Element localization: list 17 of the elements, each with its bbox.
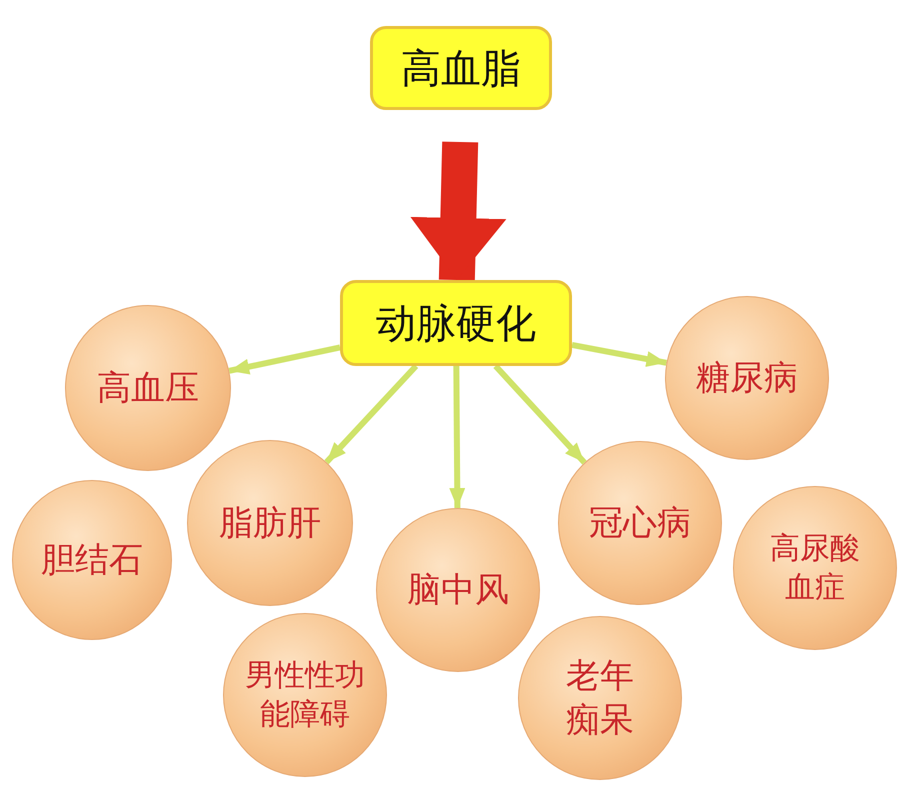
disease-circle: 脑中风 — [376, 508, 540, 672]
arrow — [410, 142, 506, 280]
arrow — [324, 364, 418, 464]
disease-circle: 冠心病 — [558, 441, 722, 605]
disease-circle: 脂肪肝 — [187, 440, 353, 606]
arrow — [228, 344, 341, 375]
disease-circle: 胆结石 — [12, 480, 172, 640]
arrow — [493, 364, 587, 465]
disease-circle: 男性性功能障碍 — [223, 613, 387, 777]
title-box: 动脉硬化 — [340, 280, 572, 366]
disease-circle: 高血压 — [65, 305, 231, 471]
arrow — [571, 342, 667, 367]
disease-circle: 高尿酸血症 — [733, 486, 897, 650]
disease-circle: 老年痴呆 — [518, 616, 682, 780]
disease-circle: 糖尿病 — [665, 296, 829, 460]
arrow — [449, 366, 466, 508]
title-box: 高血脂 — [370, 26, 552, 110]
